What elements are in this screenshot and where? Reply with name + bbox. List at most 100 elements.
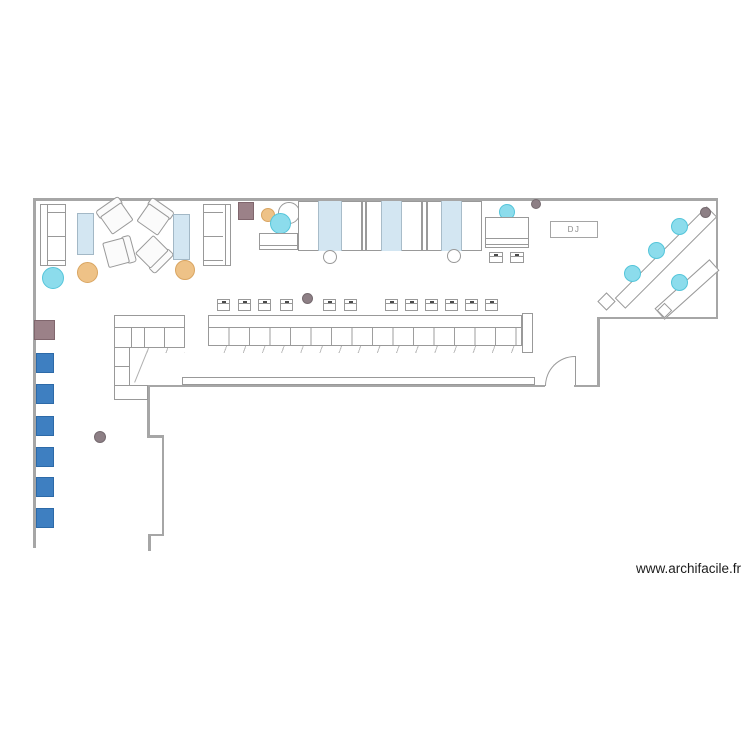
l-counter-cells <box>114 327 185 348</box>
bar-stool <box>323 299 336 311</box>
wall-nook-v2 <box>161 435 164 536</box>
lounge-armchair <box>135 196 176 238</box>
dj-label-box: DJ <box>550 221 598 238</box>
wall-right <box>715 198 718 319</box>
sofa-cushion-line <box>47 236 65 237</box>
stool-tick <box>222 301 226 303</box>
blue-box <box>36 416 54 436</box>
bar-stool <box>465 299 478 311</box>
door-leaf <box>574 356 576 385</box>
stool-band <box>239 303 250 304</box>
stool-band <box>324 303 335 304</box>
bar-stool <box>217 299 230 311</box>
counter-divider <box>131 328 132 347</box>
lounge-armchair <box>133 233 175 275</box>
stool-tick <box>450 301 454 303</box>
stool-band <box>446 303 457 304</box>
stool-tick <box>263 301 267 303</box>
sofa-armrest-line <box>47 212 65 213</box>
side-table <box>259 233 298 250</box>
door-swing-arc <box>545 356 575 386</box>
stool-tick <box>470 301 474 303</box>
diagonal-chair-cyan <box>647 241 665 259</box>
dj-stool <box>510 252 524 263</box>
stool-band <box>218 303 229 304</box>
sofa-back-line <box>47 205 48 265</box>
wall-left <box>33 198 36 548</box>
column-dot <box>699 206 711 218</box>
desk-line <box>486 244 528 245</box>
stool-band <box>486 303 497 304</box>
stool-band <box>466 303 477 304</box>
diagonal-table-long <box>614 205 718 309</box>
bar-stool <box>280 299 293 311</box>
stool-band <box>281 303 292 304</box>
l-counter-left-column <box>114 347 130 386</box>
blue-box <box>36 477 54 497</box>
l-counter-bottom <box>114 385 148 400</box>
blue-box <box>36 353 54 373</box>
diagonal-chair-cyan <box>670 217 688 235</box>
bar-stool <box>485 299 498 311</box>
bar-stool <box>425 299 438 311</box>
stool-band <box>345 303 356 304</box>
blue-box <box>36 508 54 528</box>
dj-desk <box>485 217 529 248</box>
column-dot <box>94 431 106 443</box>
l-counter-diagonal-line <box>134 348 149 383</box>
booth-table-blue <box>381 201 402 251</box>
stool-band <box>386 303 397 304</box>
wall-nook-v1 <box>147 384 150 438</box>
lounge-armchair <box>101 234 138 270</box>
booth-table-blue <box>318 201 342 251</box>
round-stool <box>447 249 461 263</box>
booth-divider <box>365 201 367 251</box>
diagonal-side-table <box>596 291 616 311</box>
stool-tick <box>285 301 289 303</box>
bar-stool <box>344 299 357 311</box>
bar-stool <box>445 299 458 311</box>
pouf-orange <box>175 260 195 280</box>
stool-tick <box>410 301 414 303</box>
bar-counter-cells <box>208 327 522 346</box>
wall-bottom-main <box>147 384 545 387</box>
stool-band <box>406 303 417 304</box>
pouf-cyan <box>42 267 64 289</box>
bar-stool <box>385 299 398 311</box>
pouf-orange <box>76 261 98 283</box>
counter-divider <box>144 328 145 347</box>
stool-tick <box>430 301 434 303</box>
stool-band <box>426 303 437 304</box>
pouf-cyan <box>270 213 291 234</box>
wall-bottom-door-right <box>574 384 600 387</box>
sofa-armrest-line <box>204 212 223 213</box>
bar-end-cap <box>522 313 533 353</box>
diagonal-chair-cyan <box>670 273 688 291</box>
bar-counter-hatch <box>208 346 522 353</box>
lounge-table-blue-2 <box>173 214 190 260</box>
column-dot <box>531 199 541 209</box>
sofa-left <box>40 204 66 266</box>
table-edge-line <box>260 245 297 246</box>
stool-tick <box>328 301 332 303</box>
wall-mid-vertical <box>597 316 600 387</box>
sofa-armrest-line <box>204 260 223 261</box>
stool-tick <box>390 301 394 303</box>
stool-tick <box>515 254 519 256</box>
sofa-back-line <box>225 205 226 265</box>
wall-nook-h1 <box>147 435 164 438</box>
sofa-cushion-line <box>204 236 223 237</box>
blue-box <box>36 447 54 467</box>
bar-stool <box>405 299 418 311</box>
sofa-right <box>203 204 231 266</box>
stool-tick <box>243 301 247 303</box>
stool-tick <box>494 254 498 256</box>
stool-band <box>490 256 502 257</box>
dj-stool <box>489 252 503 263</box>
wall-nook-h2 <box>148 533 164 536</box>
booth-divider <box>426 201 428 251</box>
banquette-bench <box>182 377 535 385</box>
booth-divider <box>361 201 363 251</box>
wall-nook-v3 <box>148 533 151 551</box>
